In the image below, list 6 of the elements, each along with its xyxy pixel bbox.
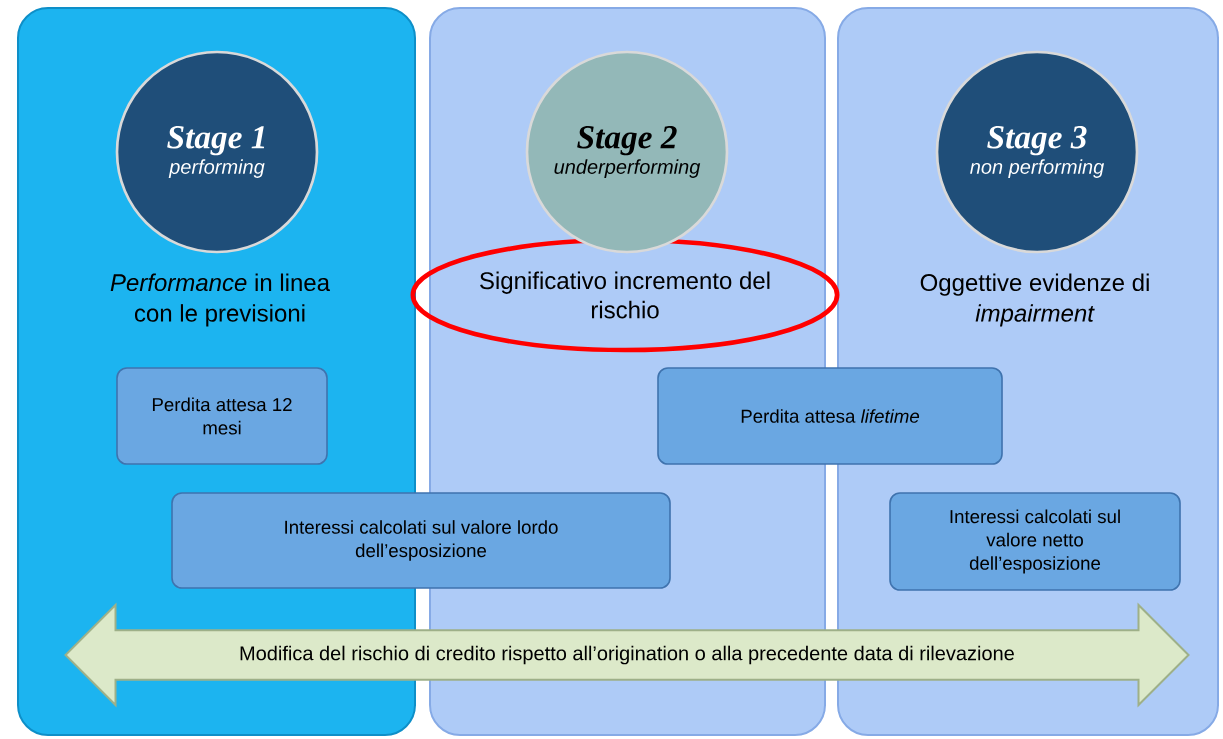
info-box: Perdita attesa lifetime <box>657 367 1003 465</box>
info-box: Perdita attesa 12 mesi <box>116 367 328 465</box>
info-box: Interessi calcolati sul valore netto dell’esposizione <box>889 492 1181 591</box>
heading-text: Performance in linea con le previsioni <box>110 273 330 327</box>
info-box: Interessi calcolati sul valore lordo dell’esposizione <box>171 492 671 589</box>
heading-text: Oggettive evidenze di impairment <box>920 273 1149 327</box>
